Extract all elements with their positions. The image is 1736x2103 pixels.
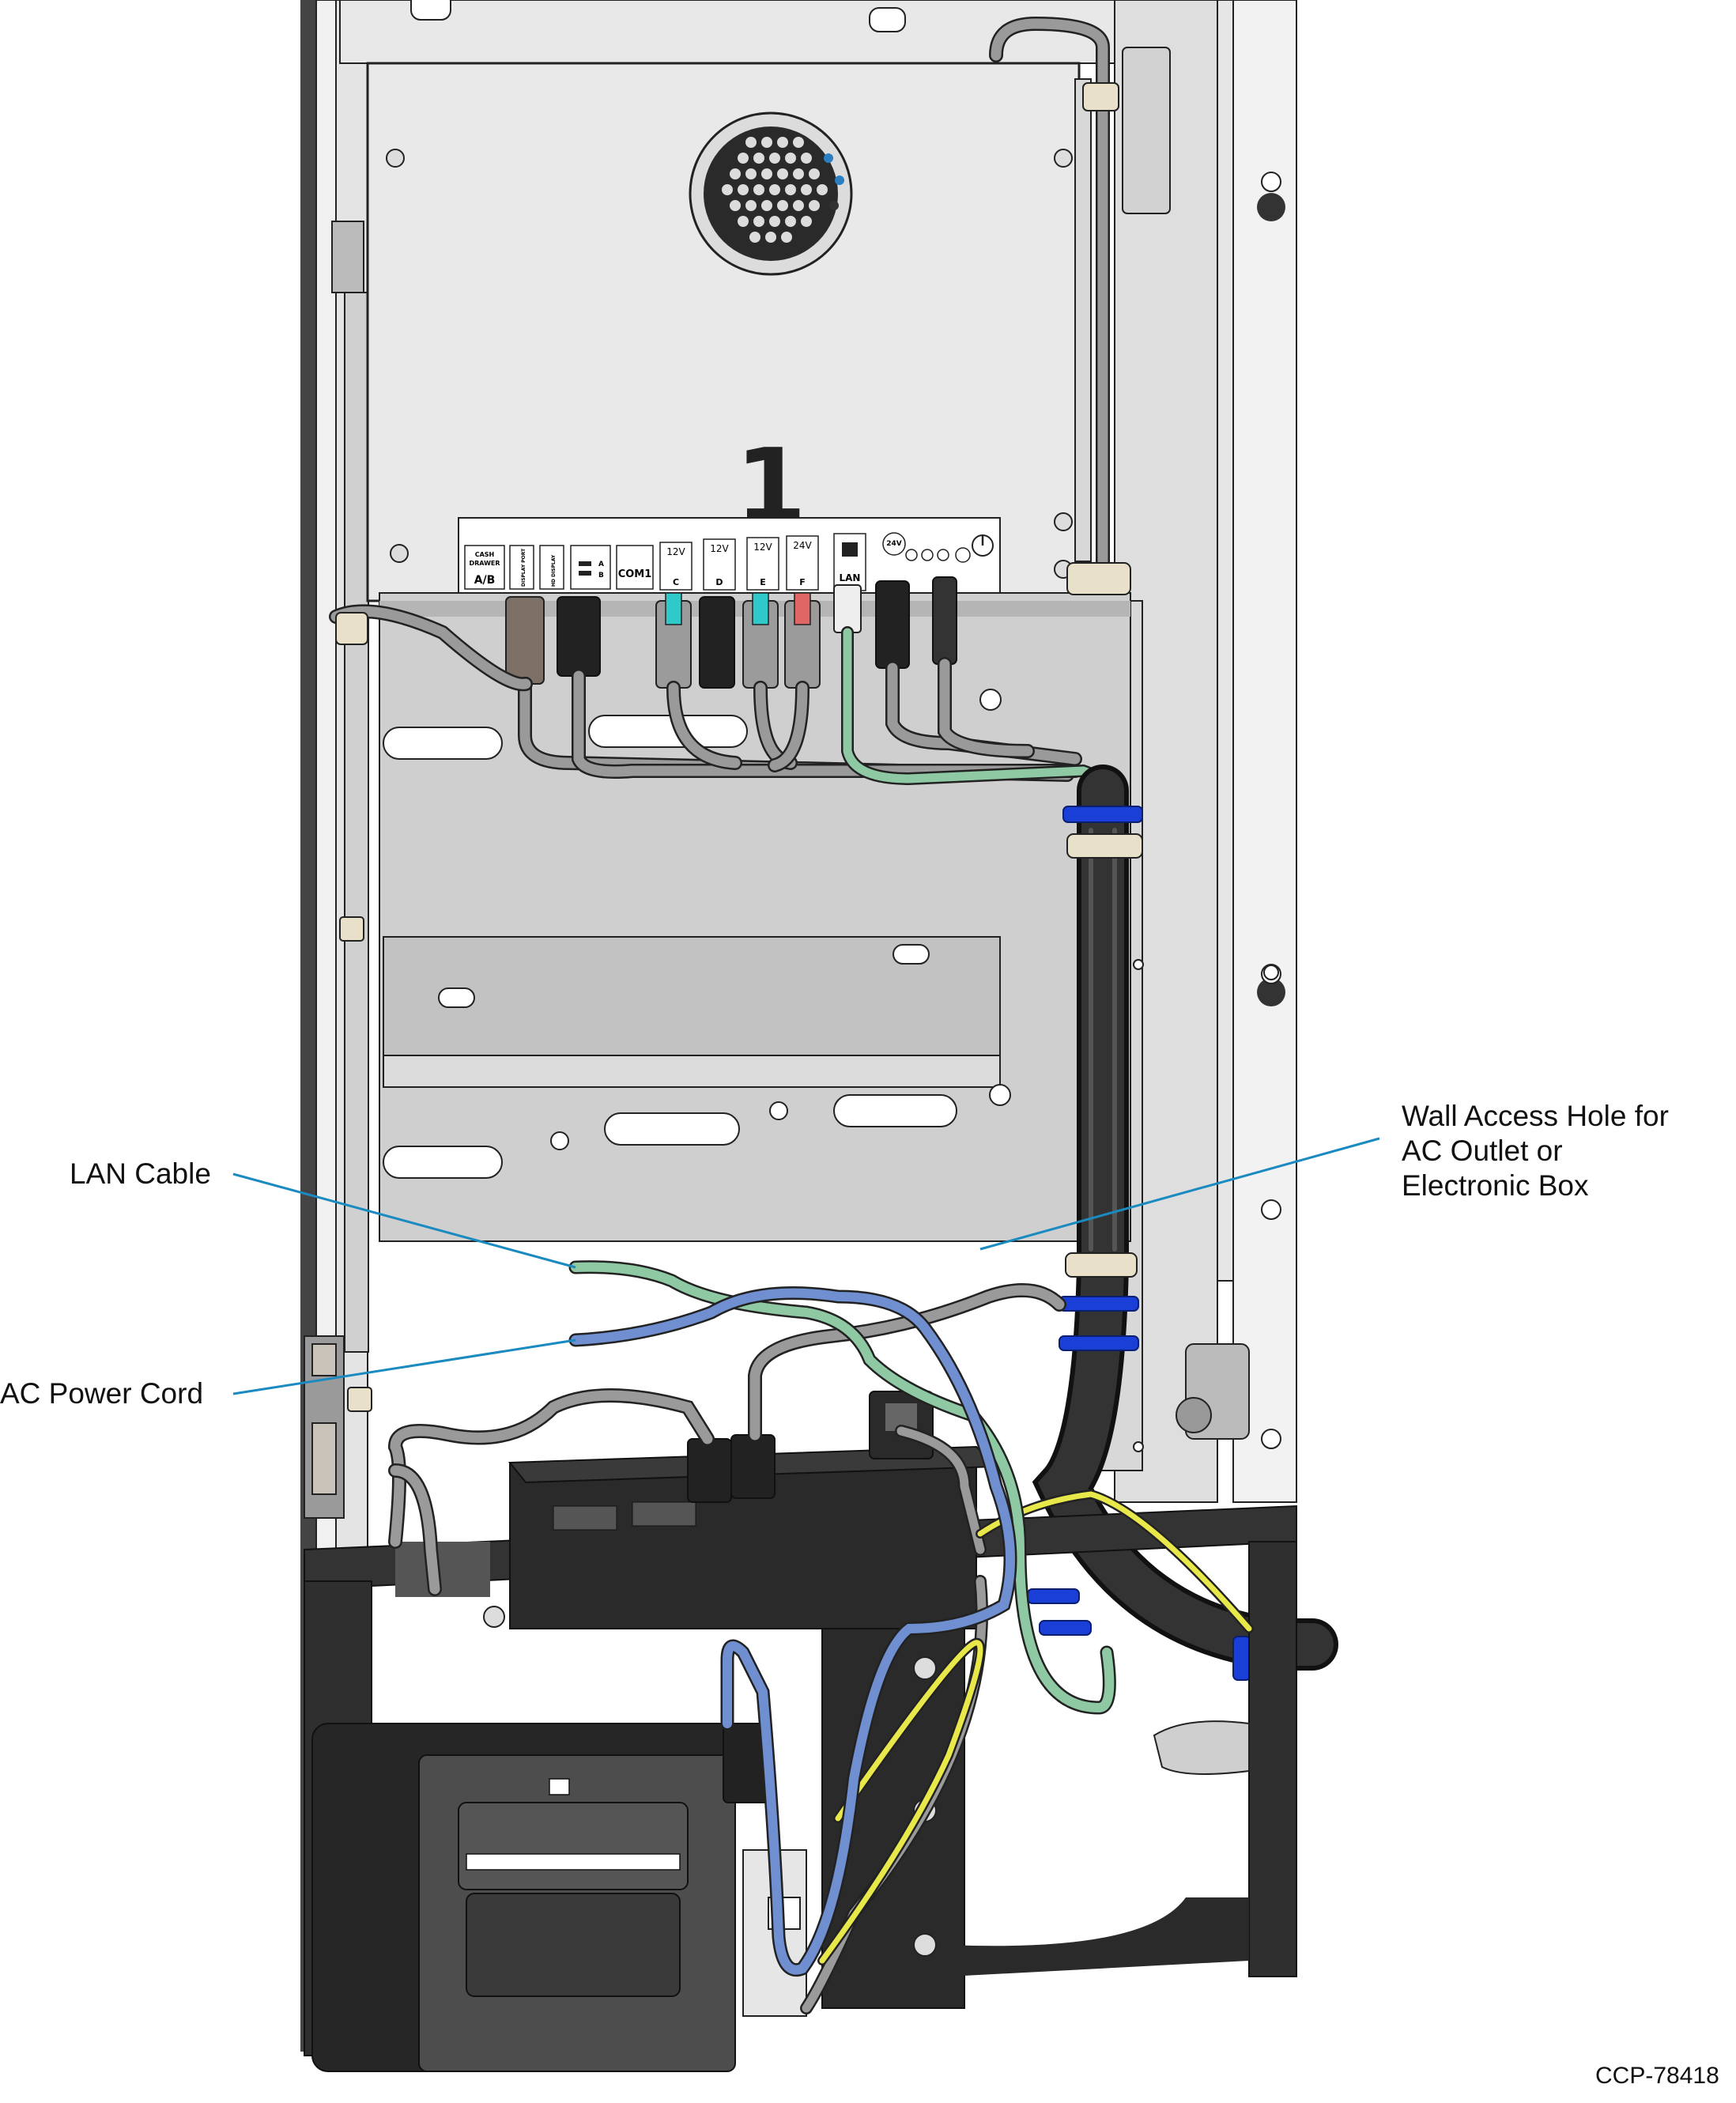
callout-lan-cable: LAN Cable: [70, 1157, 211, 1191]
lan-cable-leader: [232, 1172, 576, 1269]
port-label-f: F: [799, 577, 806, 587]
port-label-e: E: [760, 577, 766, 587]
port-label-d: D: [715, 577, 723, 587]
port-label-usb-b: B: [598, 572, 604, 580]
callout-wall-access-line-1: Wall Access Hole for: [1402, 1100, 1669, 1132]
ac-power-cord-leader: [232, 1338, 576, 1395]
port-label-c-volt: 12V: [666, 546, 685, 557]
computer-module: 1: [339, 0, 1115, 602]
port-panel: CASH DRAWER A/B DISPLAY PORT HD DISPLAY …: [458, 517, 1001, 594]
port-connectors: [505, 576, 957, 689]
callout-wall-access-line-2: AC Outlet or: [1402, 1135, 1563, 1167]
callout-wall-access-hole: Wall Access Hole for AC Outlet or Electr…: [1402, 1099, 1669, 1203]
port-label-cash: CASH: [475, 551, 495, 558]
port-label-drawer: DRAWER: [469, 560, 500, 567]
callout-wall-access-line-3: Electronic Box: [1402, 1169, 1589, 1202]
callout-lan-cable-text: LAN Cable: [70, 1157, 211, 1190]
power-strip: [508, 1391, 998, 1629]
port-label-cash-ab: A/B: [474, 574, 496, 587]
port-label-com1: COM1: [618, 568, 652, 580]
ac-power-cord: [568, 1286, 1017, 1977]
port-label-hd-display: HD DISPLAY: [551, 554, 557, 587]
figure-id: CCP-78418: [1595, 2059, 1719, 2094]
port-label-power-in: 24V: [886, 540, 902, 548]
port-label-lan: LAN: [840, 572, 861, 583]
wall-access-leader: [979, 1137, 1380, 1251]
upper-cables: [329, 16, 1113, 805]
cable-bundle: [1032, 765, 1338, 1671]
cable-ties: [335, 82, 1251, 1681]
lower-cables: [387, 1283, 1254, 2014]
callout-leaders: [232, 1137, 1380, 1395]
port-label-c: C: [673, 577, 679, 587]
port-label-d-volt: 12V: [710, 543, 729, 554]
lan-cable: [568, 1260, 1116, 1715]
callout-ac-power-cord: AC Power Cord: [0, 1376, 203, 1411]
port-label-f-volt: 24V: [793, 540, 812, 551]
callout-ac-power-cord-text: AC Power Cord: [0, 1377, 204, 1410]
port-label-display-port: DISPLAY PORT: [521, 548, 526, 587]
printer: [311, 1723, 736, 2072]
port-label-usb-a: A: [598, 561, 604, 568]
port-label-e-volt: 12V: [753, 542, 772, 553]
figure-id-text: CCP-78418: [1595, 2063, 1719, 2089]
